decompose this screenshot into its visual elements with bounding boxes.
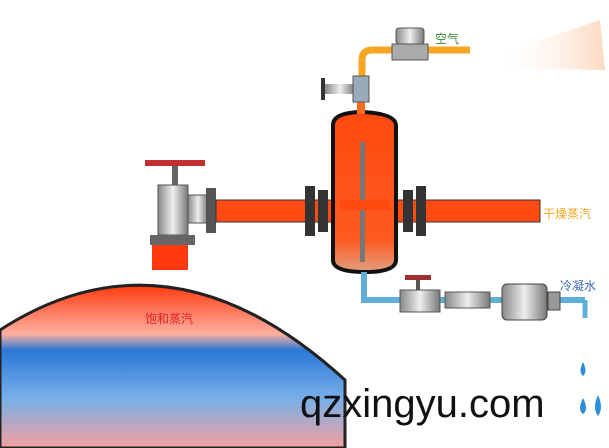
dry-steam-label: 干燥蒸汽 (543, 207, 592, 221)
watermark: qzxingyu.com (300, 382, 545, 426)
condensate-valve (399, 275, 491, 313)
air-label: 空气 (435, 32, 460, 46)
water-drop (580, 362, 586, 376)
tank-dome (0, 283, 347, 448)
water-drop (580, 398, 586, 414)
air-trap (391, 27, 429, 61)
condensate-label: 冷凝水 (560, 279, 597, 293)
saturated-steam-label: 饱和蒸汽 (145, 312, 194, 326)
main-valve (145, 160, 216, 245)
air-plume (495, 20, 605, 70)
water-drop (595, 395, 601, 416)
vent-valve (321, 75, 370, 103)
steam-trap (501, 283, 561, 321)
air-pipe (358, 46, 470, 100)
